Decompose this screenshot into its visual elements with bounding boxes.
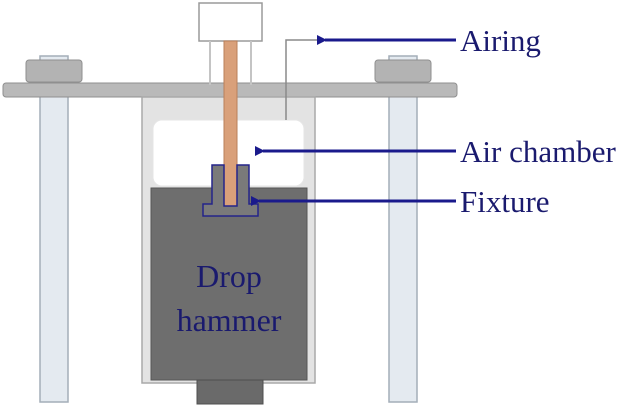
fixture-label: Fixture <box>460 184 550 219</box>
drop-hammer-label-line1: Drop <box>196 258 262 294</box>
air-chamber-label: Air chamber <box>460 134 616 169</box>
piston-rod <box>223 40 238 208</box>
base-foot <box>196 379 264 405</box>
drop-hammer-block <box>150 187 308 381</box>
right-support-post <box>388 55 418 403</box>
right-nut <box>374 59 432 83</box>
airing-label: Airing <box>460 23 541 58</box>
airing-tube <box>285 39 320 120</box>
drop-hammer-label-line2: hammer <box>177 302 282 338</box>
left-nut <box>25 59 83 83</box>
fixture <box>202 164 259 217</box>
top-box <box>198 2 263 42</box>
left-support-post <box>39 55 69 403</box>
